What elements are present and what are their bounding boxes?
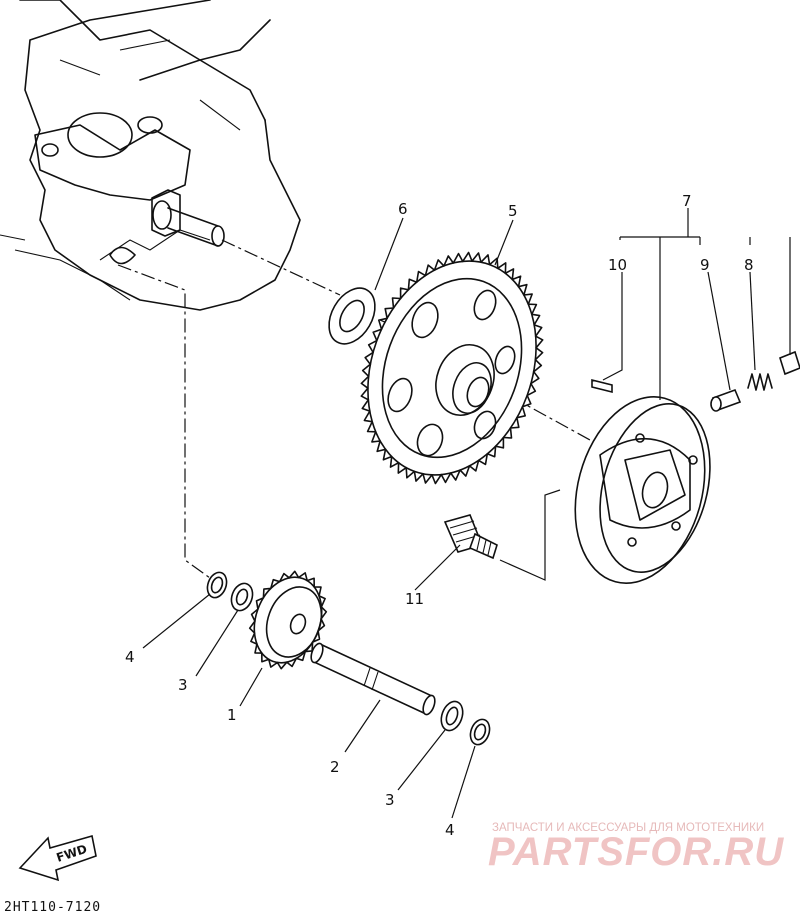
- spring-part-8: [747, 373, 773, 391]
- callout-7: 7: [682, 192, 692, 210]
- callout-5: 5: [508, 202, 518, 220]
- diagram-code: 2HT110-7120: [4, 900, 102, 915]
- callout-11: 11: [405, 590, 424, 608]
- washer-part-3-lower: [440, 700, 464, 732]
- callout-1: 1: [227, 706, 237, 724]
- axis-line-lower: [117, 264, 211, 579]
- axis-line-upper: [221, 239, 341, 296]
- washer-part-3-upper: [230, 582, 254, 612]
- callout-3-lower: 3: [385, 791, 395, 809]
- callout-4-upper: 4: [125, 648, 135, 666]
- pin-part-10: [591, 378, 613, 394]
- leader-lines: [142, 208, 791, 819]
- washer-part-6: [328, 287, 376, 345]
- crankcase-outline: [0, 0, 301, 311]
- circlip-part-4-lower: [469, 718, 491, 746]
- shaft-part-2: [310, 642, 436, 716]
- callout-4-lower: 4: [445, 821, 455, 839]
- callout-9: 9: [700, 256, 710, 274]
- callout-2: 2: [330, 758, 340, 776]
- idler-gear-part-1: [248, 570, 328, 670]
- callout-3-upper: 3: [178, 676, 188, 694]
- callout-6: 6: [398, 200, 408, 218]
- large-gear-part-5: [360, 251, 544, 485]
- watermark-logo: PARTSFOR.RU: [488, 830, 785, 874]
- bolt-alignment-line: [499, 489, 561, 581]
- spring-cap: [779, 350, 800, 376]
- callout-8: 8: [744, 256, 754, 274]
- gear-1-teeth: [248, 570, 328, 670]
- plunger-part-9: [710, 388, 742, 412]
- gear-5-teeth: [360, 251, 544, 485]
- circlip-part-4-upper: [206, 571, 228, 599]
- callout-numbers: 1 2 3 3 4 4 5 6 7 8 9 10 11: [125, 192, 754, 839]
- callout-10: 10: [608, 256, 627, 274]
- clutch-housing-part-7: [574, 396, 711, 584]
- watermark-caption: ЗАПЧАСТИ И АКСЕССУАРЫ ДЛЯ МОТОТЕХНИКИ: [492, 822, 765, 834]
- fwd-arrow: FWD: [18, 834, 97, 882]
- case-shaft-boss: [151, 189, 225, 247]
- bolt-part-11: [443, 514, 498, 560]
